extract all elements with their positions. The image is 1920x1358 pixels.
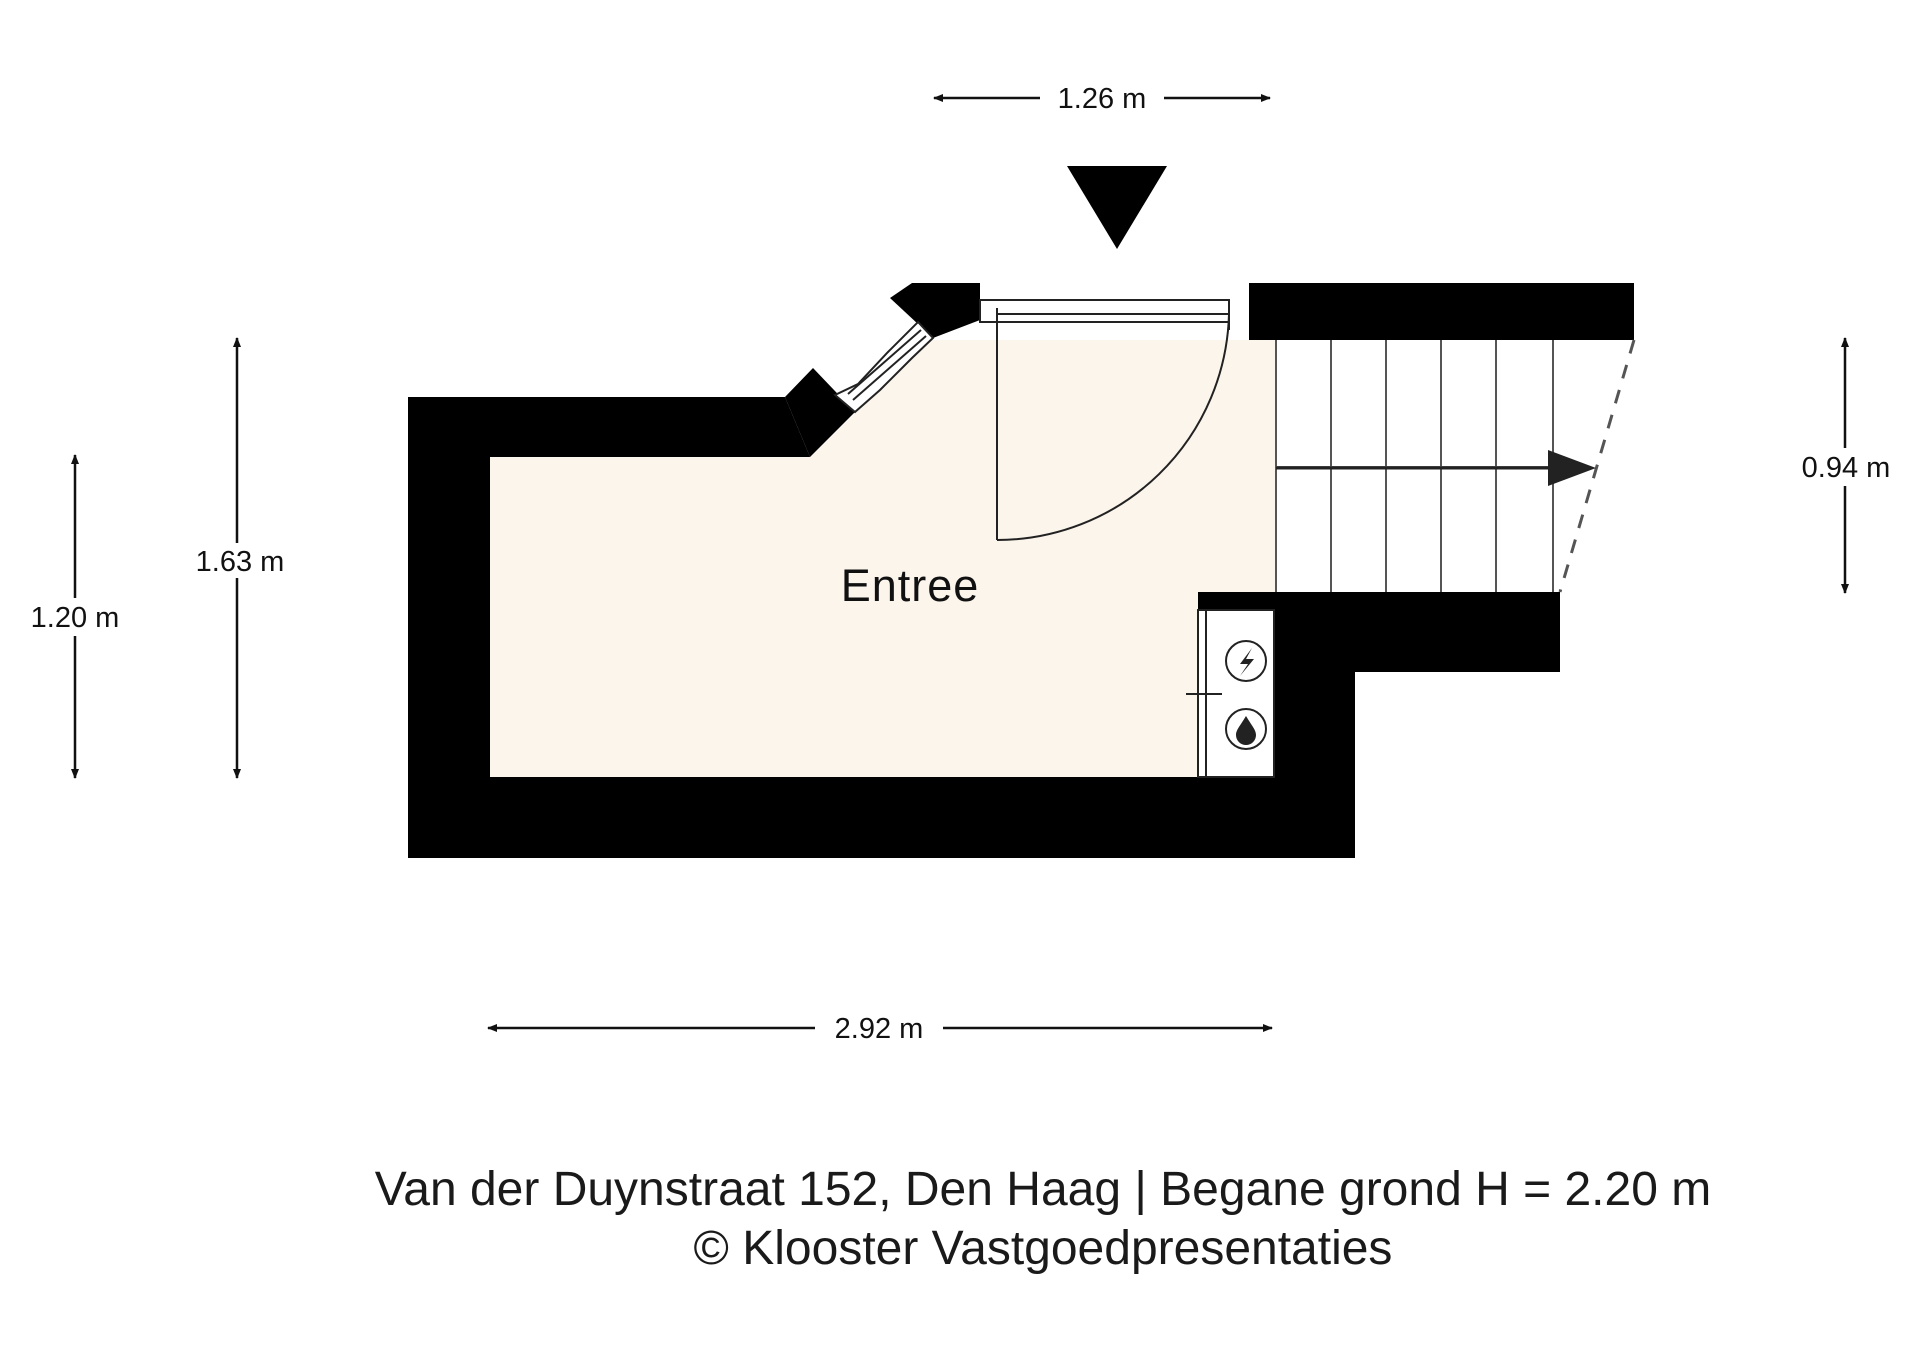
wall-diagonal-lower	[785, 368, 855, 457]
walls	[408, 283, 1634, 858]
stair-direction-arrow-icon	[1548, 450, 1596, 486]
entrance-door	[979, 299, 1230, 541]
wall-diagonal-upper	[890, 283, 980, 338]
dim-label-bottom: 2.92 m	[835, 1013, 924, 1045]
wall-left-bottom	[408, 397, 1355, 858]
dimension-lines	[71, 94, 1849, 1032]
room-floor	[490, 340, 1276, 777]
dim-label-right: 0.94 m	[1802, 452, 1891, 484]
meter-cupboard	[1186, 609, 1275, 778]
stairs	[1275, 339, 1636, 593]
dim-label-left-inner: 1.63 m	[196, 546, 285, 578]
electricity-meter-icon	[1225, 640, 1267, 682]
caption-copyright: © Klooster Vastgoedpresentaties	[694, 1222, 1393, 1275]
room-label: Entree	[841, 560, 980, 611]
wall-top-right	[1249, 283, 1634, 340]
caption-address: Van der Duynstraat 152, Den Haag | Began…	[375, 1163, 1711, 1216]
gas-meter-icon	[1225, 708, 1267, 750]
dim-label-left-outer: 1.20 m	[31, 602, 120, 634]
entrance-arrow-icon	[1067, 166, 1167, 249]
dim-label-top: 1.26 m	[1058, 83, 1147, 115]
wall-meter-block	[1198, 592, 1560, 777]
diagonal-window	[833, 320, 935, 414]
